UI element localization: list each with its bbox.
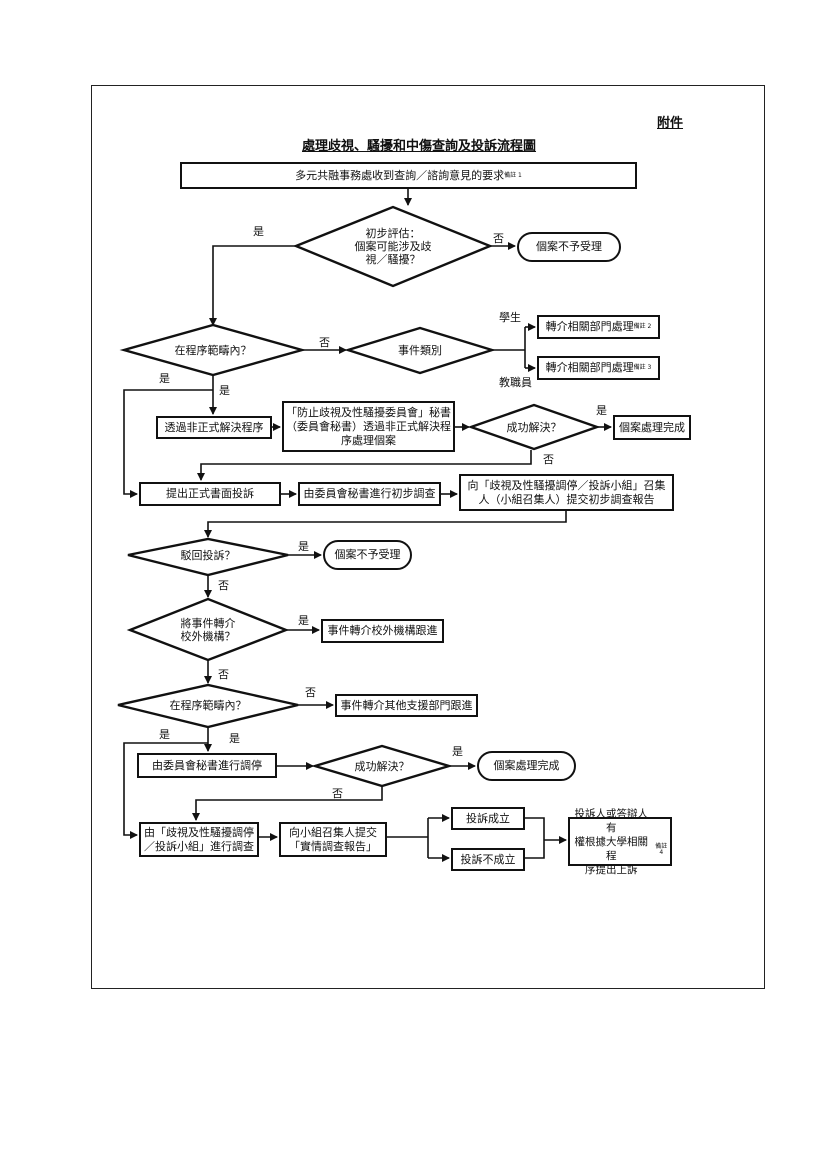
page-title: 處理歧視、騷擾和中傷查詢及投訴流程圖: [302, 139, 537, 154]
refer-external-text: 將事件轉介 校外機構？: [180, 617, 236, 643]
diamond-refer-external: [126, 597, 290, 662]
diamond-assess: [292, 205, 494, 288]
closed-box-1: 個案處理完成: [613, 415, 691, 440]
no-label-assess: 否: [493, 232, 504, 245]
refer-hr-text: 轉介相關部門處理: [545, 361, 634, 374]
refer-dept-box: 轉介相關部門處理備註 2: [537, 315, 660, 339]
dismiss-text: 駁回投訴？: [180, 549, 236, 562]
investigate-box: 由「歧視及性騷擾調停 ／投訴小組」進行調查: [139, 822, 259, 857]
diamond-scope1: [119, 323, 307, 377]
diamond-success2: [310, 744, 454, 788]
page-frame: [91, 85, 765, 989]
diamond-success1: [467, 403, 601, 451]
reject-box-1: 個案不予受理: [517, 232, 621, 262]
yes-label-refer-external: 是: [298, 614, 309, 627]
appeal-box: 投訴人或答辯人有 權根據大學相關程 序提出上訴備註 4: [568, 808, 672, 876]
category-text: 事件類別: [398, 344, 442, 357]
diamond-scope2: [117, 683, 299, 729]
student-label: 學生: [499, 311, 521, 324]
no-label-refer-external: 否: [218, 668, 229, 681]
secretary-informal-box: 「防止歧視及性騷擾委員會」秘書 （委員會秘書）透過非正式解決程 序處理個案: [282, 401, 455, 452]
diamond-category: [343, 326, 497, 375]
formal-box: 提出正式書面投訴: [139, 482, 281, 506]
report-convenor-box: 向「歧視及性騷擾調停／投訴小組」召集 人（小組召集人）提交初步調查報告: [459, 474, 674, 511]
informal-box: 透過非正式解決程序: [156, 416, 272, 439]
reject-box-2: 個案不予受理: [323, 540, 412, 570]
receive-note: 備註 1: [504, 171, 522, 179]
refer-hr-note: 備註 3: [633, 364, 652, 371]
no-label-scope1: 否: [319, 336, 330, 349]
report-panel-box: 向小組召集人提交 「實情調查報告」: [279, 822, 387, 857]
success1-text: 成功解決？: [506, 421, 562, 434]
no-label-scope2: 否: [305, 686, 316, 699]
no-label-success1: 否: [543, 453, 554, 466]
upheld-box: 投訴成立: [451, 807, 525, 830]
appeal-note: 備註 4: [655, 843, 668, 856]
no-label-success2: 否: [332, 787, 343, 800]
refer-hr-box: 轉介相關部門處理備註 3: [537, 356, 660, 380]
yes-label-assess: 是: [253, 225, 264, 238]
refer-dept-text: 轉介相關部門處理: [545, 320, 634, 333]
no-label-dismiss: 否: [218, 579, 229, 592]
yes-label-dismiss: 是: [298, 540, 309, 553]
yes-label-scope2-down: 是: [229, 732, 240, 745]
staff-label: 教職員: [499, 376, 532, 389]
closed-box-2: 個案處理完成: [477, 751, 576, 781]
scope2-text: 在程序範疇內？: [169, 699, 247, 712]
diamond-dismiss: [127, 537, 289, 577]
yes-label-success1: 是: [596, 404, 607, 417]
yes-label-scope2-left: 是: [159, 728, 170, 741]
assess-text: 初步評估： 個案可能涉及歧 視／騷擾？: [354, 227, 432, 266]
mediation-box: 由委員會秘書進行調停: [137, 753, 277, 778]
scope1-text: 在程序範疇內？: [174, 344, 252, 357]
yes-label-success2: 是: [452, 745, 463, 758]
refer-dept-note: 備註 2: [633, 323, 652, 330]
receive-text: 多元共融事務處收到查詢／諮詢意見的要求: [295, 168, 505, 182]
appeal-text: 投訴人或答辯人有 權根據大學相關程 序提出上訴: [574, 807, 649, 876]
receive-box: 多元共融事務處收到查詢／諮詢意見的要求備註 1: [180, 162, 637, 189]
annex-label: 附件: [657, 116, 684, 131]
success2-text: 成功解決？: [354, 760, 410, 773]
yes-label-scope1-down: 是: [219, 384, 230, 397]
other-unit-box: 事件轉介其他支援部門跟進: [335, 694, 478, 717]
external-box: 事件轉介校外機構跟進: [321, 619, 444, 643]
prelim-box: 由委員會秘書進行初步調查: [298, 482, 441, 506]
not-upheld-box: 投訴不成立: [451, 848, 525, 871]
yes-label-scope1-left: 是: [159, 372, 170, 385]
